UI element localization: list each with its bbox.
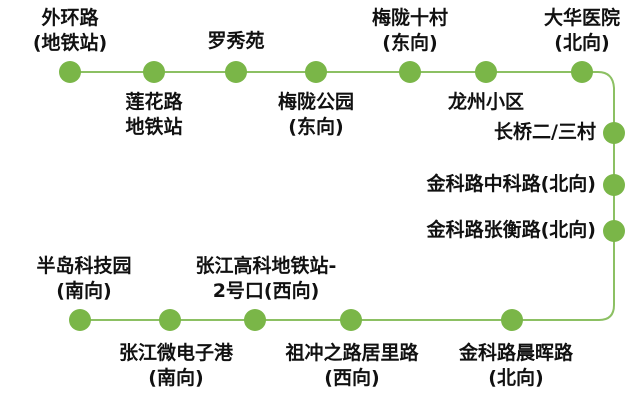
- stop-label-line: 外环路: [41, 7, 99, 29]
- stop-label-zuchongzhilu-julilu: 祖冲之路居里路 (西向): [285, 341, 418, 391]
- stop-label-jinkelu-chenhuilu: 金科路晨晖路 (北向): [459, 341, 573, 391]
- stop-label-jinkelu-zhanghenglu: 金科路张衡路(北向): [427, 218, 596, 243]
- stop-label-line: 罗秀苑: [207, 30, 265, 52]
- stop-label-line: 大华医院: [543, 7, 621, 29]
- stop-label-meilonggongyuan: 梅陇公园 (东向): [278, 90, 354, 140]
- stop-label-line: 金科路张衡路(北向): [426, 219, 596, 241]
- stop-dot-jinkelu-zhongkelu[interactable]: [603, 174, 625, 196]
- stop-label-longzhouxiaoqu: 龙州小区: [448, 90, 524, 115]
- stop-label-luoxiuyuan: 罗秀苑: [207, 29, 264, 54]
- stop-label-line: 张江高科地铁站-: [195, 255, 337, 277]
- stop-label-line: (地铁站): [32, 32, 108, 54]
- stop-label-lianhualu: 莲花路 地铁站: [125, 90, 182, 140]
- stop-label-line: 龙州小区: [447, 91, 525, 113]
- stop-label-waihuanlu: 外环路 (地铁站): [33, 6, 107, 56]
- stop-dot-longzhouxiaoqu[interactable]: [475, 61, 497, 83]
- stop-label-line: 梅陇公园: [277, 91, 355, 113]
- stop-label-dahuayiyuan: 大华医院 (北向): [544, 6, 620, 56]
- stop-label-zhangjiangweidianzi: 张江微电子港 (南向): [119, 341, 233, 391]
- stop-label-line: 金科路中科路(北向): [426, 173, 596, 195]
- stop-dot-zhangjianggaoke[interactable]: [244, 309, 266, 331]
- stop-label-line: (北向): [488, 367, 544, 389]
- stop-label-line: (西向): [324, 367, 380, 389]
- stop-label-zhangjianggaoke: 张江高科地铁站- 2号口(西向): [196, 254, 337, 304]
- stop-label-line: 莲花路: [125, 91, 183, 113]
- stop-label-line: 祖冲之路居里路: [285, 342, 419, 364]
- stop-dot-dahuayiyuan[interactable]: [571, 61, 593, 83]
- stop-dot-lianhualu[interactable]: [143, 61, 165, 83]
- stop-label-bandaokejiyuan: 半岛科技园 (南向): [36, 254, 131, 304]
- stop-label-line: (南向): [148, 367, 204, 389]
- stop-dot-zuchongzhilu-julilu[interactable]: [340, 309, 362, 331]
- stop-label-line: (东向): [382, 32, 438, 54]
- stop-dot-bandaokejiyuan[interactable]: [69, 309, 91, 331]
- stop-label-line: (南向): [56, 280, 112, 302]
- stop-dot-meilonggongyuan[interactable]: [305, 61, 327, 83]
- stop-dot-changqiao[interactable]: [603, 122, 625, 144]
- stop-label-line: 2号口(西向): [212, 280, 320, 302]
- stop-label-meilongshicun: 梅陇十村 (东向): [372, 6, 448, 56]
- stop-label-line: 张江微电子港: [118, 342, 234, 364]
- stop-label-changqiao: 长桥二/三村: [494, 120, 596, 145]
- stop-dot-luoxiuyuan[interactable]: [225, 61, 247, 83]
- stop-label-line: 长桥二/三村: [494, 121, 596, 143]
- stop-label-line: 半岛科技园: [36, 255, 132, 277]
- stop-label-line: (东向): [288, 116, 344, 138]
- stop-label-line: (北向): [554, 32, 610, 54]
- stop-label-line: 地铁站: [125, 116, 183, 138]
- stop-dot-zhangjiangweidianzi[interactable]: [159, 309, 181, 331]
- stop-dot-jinkelu-chenhuilu[interactable]: [501, 309, 523, 331]
- stop-label-line: 金科路晨晖路: [458, 342, 574, 364]
- stop-label-jinkelu-zhongkelu: 金科路中科路(北向): [427, 172, 596, 197]
- stop-dot-meilongshicun[interactable]: [399, 61, 421, 83]
- stop-dot-jinkelu-zhanghenglu[interactable]: [603, 220, 625, 242]
- route-line: [70, 71, 615, 321]
- stop-label-line: 梅陇十村: [371, 7, 449, 29]
- stop-dot-waihuanlu[interactable]: [59, 61, 81, 83]
